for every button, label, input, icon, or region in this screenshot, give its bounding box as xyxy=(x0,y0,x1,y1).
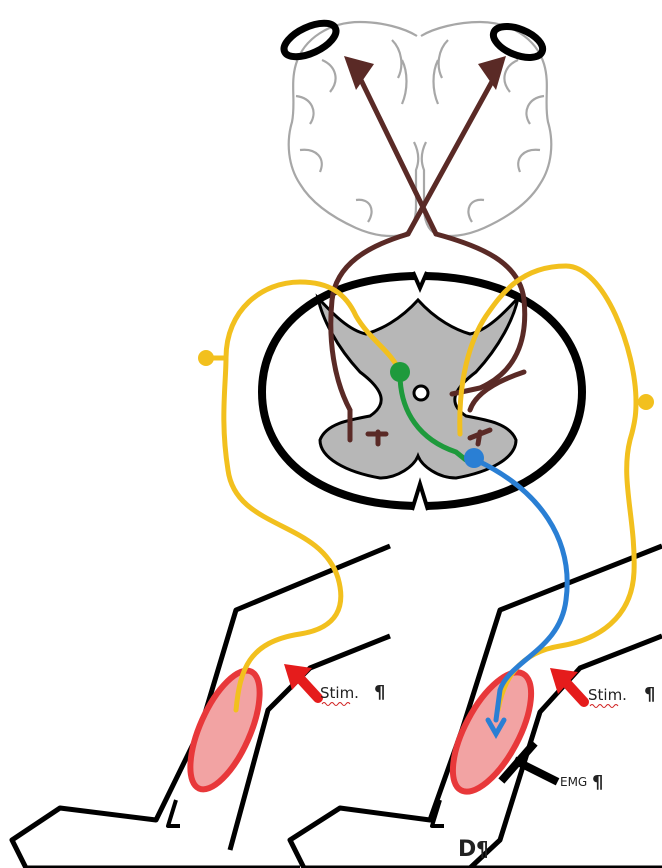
spellcheck-underline xyxy=(322,703,350,706)
spinal-cord xyxy=(262,272,582,510)
left-stim-pilcrow: ¶ xyxy=(374,682,385,703)
left-cortical-arrow-icon xyxy=(344,56,374,90)
spellcheck-underline xyxy=(590,705,618,708)
right-electrode-icon xyxy=(489,20,547,64)
right-ganglion-icon xyxy=(638,394,654,410)
central-canal xyxy=(414,386,428,400)
panel-label: D xyxy=(458,837,476,862)
left-muscle xyxy=(176,661,274,798)
motor-neuron-soma xyxy=(464,448,484,468)
emg-label: EMG xyxy=(560,775,587,789)
left-ganglion-icon xyxy=(198,350,214,366)
panel-pilcrow: ¶ xyxy=(476,837,489,861)
left-stim-label: Stim. xyxy=(320,684,359,702)
left-leg xyxy=(12,546,390,868)
right-stim-label: Stim. xyxy=(588,686,627,704)
right-stim-pilcrow: ¶ xyxy=(644,684,655,705)
interneuron-soma xyxy=(390,362,410,382)
emg-pilcrow: ¶ xyxy=(592,772,603,793)
